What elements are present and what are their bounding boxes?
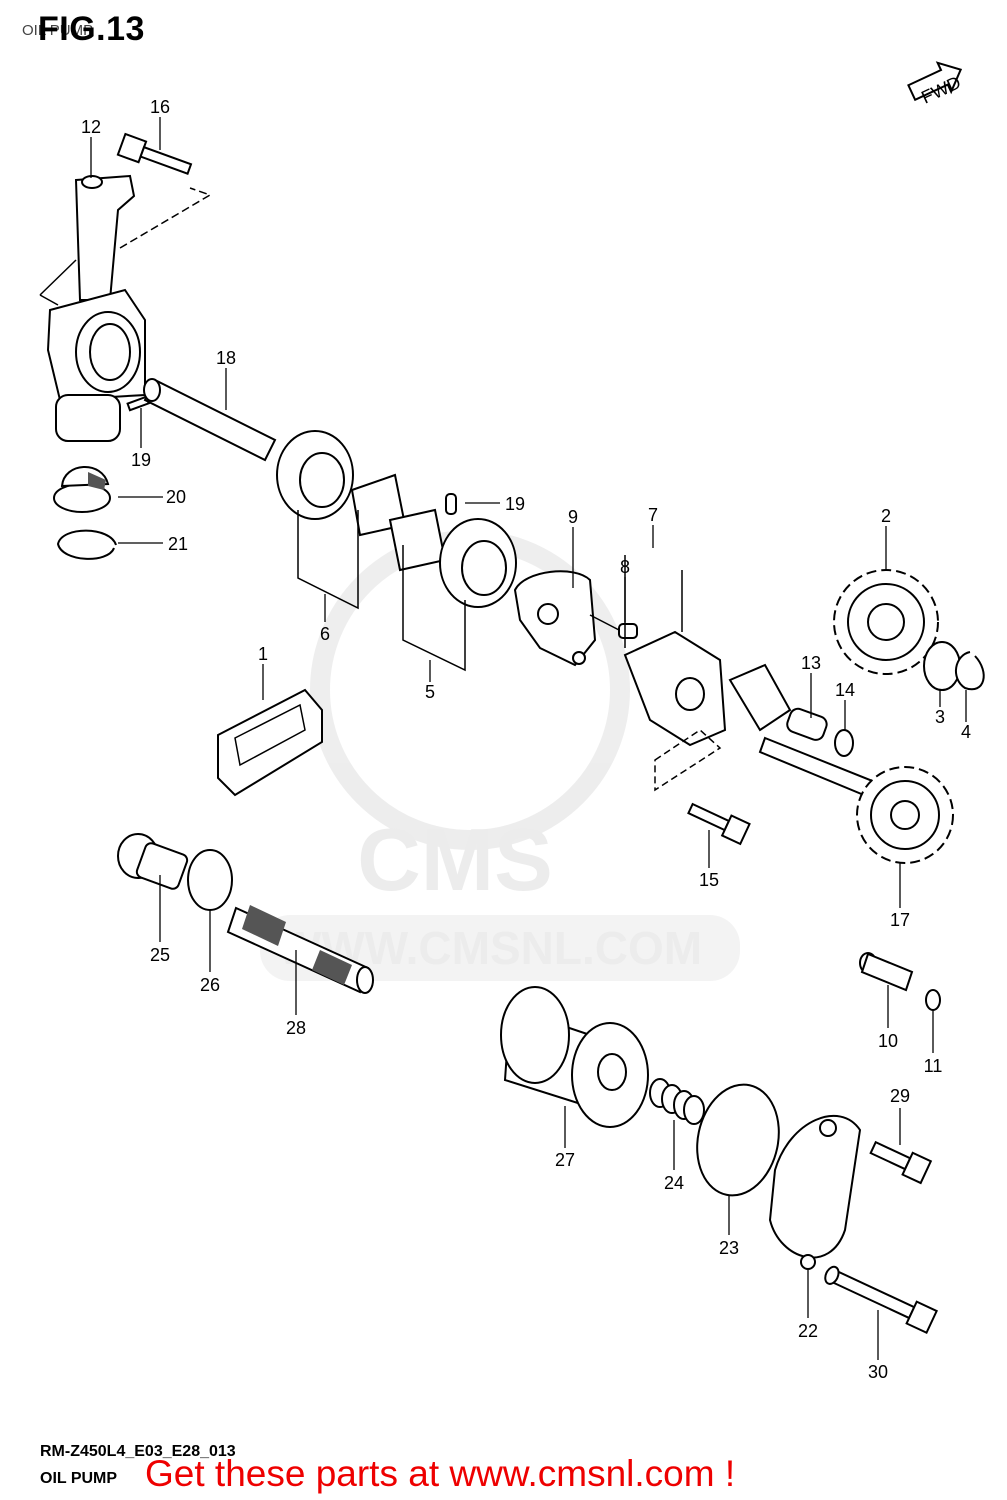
- part-label-1: 1: [258, 644, 268, 664]
- o-ring-11-icon: [925, 989, 941, 1011]
- drain-plug-25-icon: [117, 833, 189, 890]
- strainer-tube-28-icon: [226, 905, 374, 994]
- strainer-20-icon: [53, 466, 111, 513]
- circlip-4-icon: [955, 651, 985, 691]
- part-label-19b: 19: [505, 494, 525, 514]
- fwd-arrow-icon: [907, 61, 963, 102]
- part-label-5: 5: [425, 682, 435, 702]
- part-label-29: 29: [890, 1086, 910, 1106]
- bushing-13-icon: [786, 707, 828, 741]
- filter-cap-22-icon: [768, 1114, 862, 1270]
- watermark-logo-text: CMS: [357, 810, 553, 909]
- part-label-3: 3: [935, 707, 945, 727]
- part-number-labels: 1 2 3 4 5 6 7 8 9 10 11 12 13 14 15 16 1…: [81, 97, 971, 1382]
- cover-plate-9-icon: [513, 570, 597, 667]
- o-ring-14-icon: [834, 729, 854, 757]
- pump-body-12-icon: [39, 174, 212, 442]
- part-label-2: 2: [881, 506, 891, 526]
- seal-plate-1-icon: [217, 688, 323, 797]
- part-label-8: 8: [620, 557, 630, 577]
- bolt-30-icon: [824, 1265, 938, 1335]
- part-label-15: 15: [699, 870, 719, 890]
- nozzle-10-icon: [859, 952, 914, 992]
- part-label-10: 10: [878, 1031, 898, 1051]
- model-code: RM-Z450L4_E03_E28_013: [40, 1443, 236, 1460]
- part-label-13: 13: [801, 653, 821, 673]
- gasket-26-icon: [187, 849, 233, 911]
- part-label-25: 25: [150, 945, 170, 965]
- part-label-6: 6: [320, 624, 330, 644]
- gear-2-icon: [833, 569, 939, 675]
- part-label-9: 9: [568, 507, 578, 527]
- circlip-21-icon: [56, 529, 117, 560]
- bolt-15-icon: [687, 802, 751, 846]
- bolt-29-icon: [869, 1140, 933, 1185]
- part-label-12: 12: [81, 117, 101, 137]
- part-label-20: 20: [166, 487, 186, 507]
- part-label-4: 4: [961, 722, 971, 742]
- spring-24-icon: [649, 1078, 705, 1125]
- pump-case-7-icon: [623, 555, 792, 792]
- part-label-23: 23: [719, 1238, 739, 1258]
- part-label-22: 22: [798, 1321, 818, 1341]
- figure-subtitle: OIL PUMP: [22, 22, 94, 39]
- part-label-7: 7: [648, 505, 658, 525]
- part-label-30: 30: [868, 1362, 888, 1382]
- oil-filter-27-icon: [500, 986, 649, 1128]
- pin-19b-icon: [445, 493, 457, 515]
- washer-3-icon: [923, 641, 961, 691]
- cms-watermark: CMS WWW.CMSNL.COM: [260, 530, 740, 981]
- part-label-16: 16: [150, 97, 170, 117]
- part-label-27: 27: [555, 1150, 575, 1170]
- part-label-26: 26: [200, 975, 220, 995]
- o-ring-23-icon: [696, 1083, 780, 1197]
- part-label-19: 19: [131, 450, 151, 470]
- rotor-set-6-icon: [276, 430, 407, 610]
- part-label-14: 14: [835, 680, 855, 700]
- part-label-28: 28: [286, 1018, 306, 1038]
- promo-link[interactable]: Get these parts at www.cmsnl.com !: [145, 1453, 736, 1494]
- dowel-8-icon: [618, 623, 638, 639]
- part-label-17: 17: [890, 910, 910, 930]
- part-label-24: 24: [664, 1173, 684, 1193]
- part-label-21: 21: [168, 534, 188, 554]
- shaft-18-icon: [143, 378, 277, 462]
- bolt-16-icon: [116, 132, 193, 175]
- part-label-11: 11: [924, 1056, 943, 1076]
- gear-17-icon: [856, 766, 954, 864]
- part-label-18: 18: [216, 348, 236, 368]
- figure-title: FIG.13: [38, 10, 145, 48]
- rotor-set-5-icon: [388, 508, 517, 672]
- leader-lines: [90, 117, 967, 1360]
- figure-caption: OIL PUMP: [40, 1470, 118, 1487]
